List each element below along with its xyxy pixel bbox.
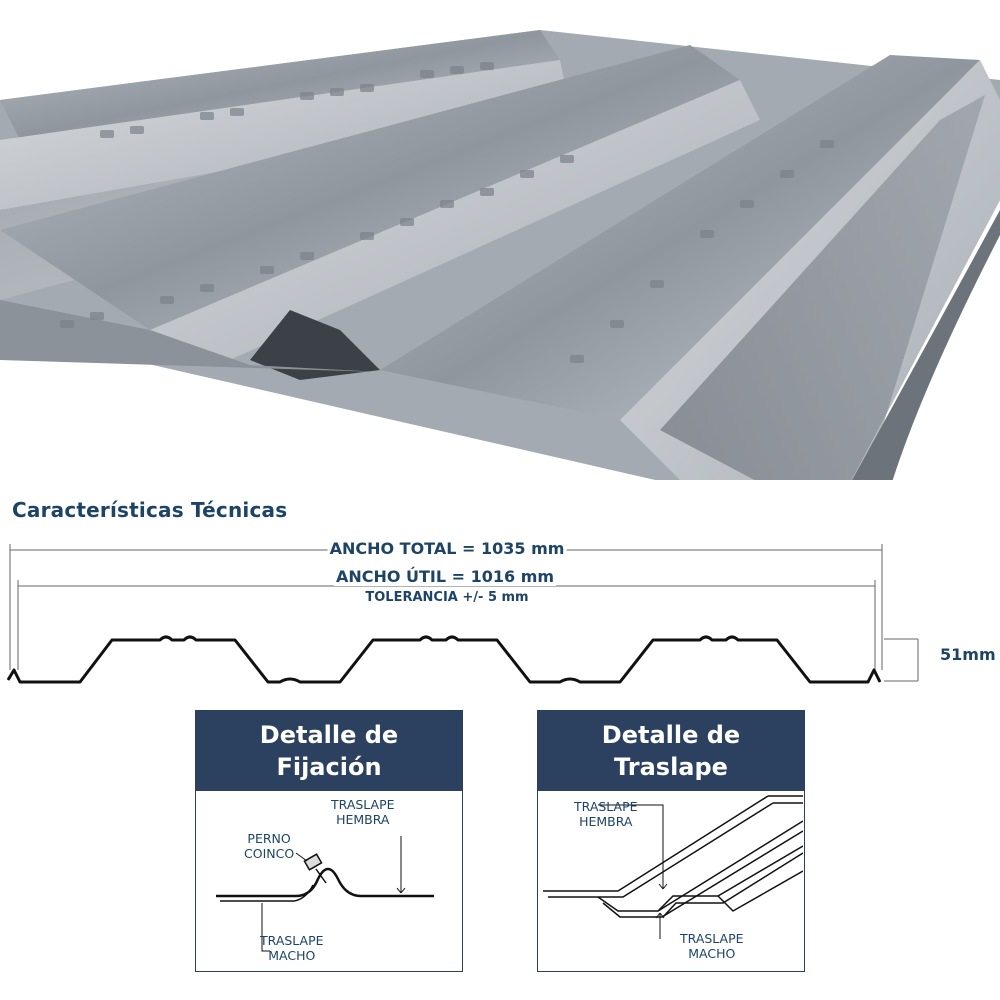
detalle-traslape-diagram: TRASLAPE HEMBRA TRASLAPE MACHO	[538, 791, 804, 971]
ancho-util-dimension-line	[17, 580, 876, 670]
detalle-fijacion-title-line1: Detalle de	[259, 721, 399, 749]
callout-line: HEMBRA	[336, 812, 390, 827]
section-title: Características Técnicas	[12, 498, 288, 522]
ancho-total-dimension-line	[9, 544, 883, 670]
traslape-illustration	[543, 795, 803, 939]
detalle-traslape-title-line1: Detalle de	[601, 721, 741, 749]
fijacion-illustration	[216, 836, 434, 952]
callout-line: TRASLAPE	[574, 799, 638, 814]
traslape-hembra-callout: TRASLAPE HEMBRA	[331, 797, 395, 827]
ancho-util-label: ANCHO ÚTIL = 1016 mm	[333, 567, 557, 586]
perno-callout: PERNO COINCO	[244, 831, 294, 861]
detalle-fijacion-header: Detalle de Fijación	[196, 711, 462, 791]
detalle-traslape-header: Detalle de Traslape	[538, 711, 804, 791]
callout-line: PERNO	[247, 831, 291, 846]
product-photo	[0, 30, 1000, 480]
altura-label: 51mm	[940, 645, 996, 664]
detalle-fijacion-card: Detalle de Fijación TRASLAPE HEMBRA PERN…	[195, 710, 463, 972]
perno-icon	[303, 853, 327, 884]
callout-line: MACHO	[688, 946, 736, 961]
callout-line: TRASLAPE	[331, 797, 395, 812]
callout-line: COINCO	[244, 846, 295, 861]
detalle-traslape-title-line2: Traslape	[614, 753, 728, 781]
height-dimension-bracket	[884, 638, 919, 682]
callout-line: HEMBRA	[579, 814, 633, 829]
tolerancia-label: TOLERANCIA +/- 5 mm	[365, 590, 529, 605]
callout-line: MACHO	[268, 948, 316, 963]
detalle-fijacion-diagram: TRASLAPE HEMBRA PERNO COINCO TRASLAPE MA…	[196, 791, 462, 971]
profile-cross-section	[6, 544, 919, 684]
callout-line: TRASLAPE	[260, 933, 324, 948]
traslape-macho-callout: TRASLAPE MACHO	[260, 933, 324, 963]
detalle-traslape-card: Detalle de Traslape	[537, 710, 805, 972]
trapezoidal-profile	[6, 635, 882, 684]
traslape-hembra-callout: TRASLAPE HEMBRA	[574, 799, 638, 829]
traslape-macho-callout: TRASLAPE MACHO	[680, 931, 744, 961]
callout-line: TRASLAPE	[680, 931, 744, 946]
detalle-fijacion-title-line2: Fijación	[276, 753, 382, 781]
ancho-total-label: ANCHO TOTAL = 1035 mm	[327, 539, 567, 558]
